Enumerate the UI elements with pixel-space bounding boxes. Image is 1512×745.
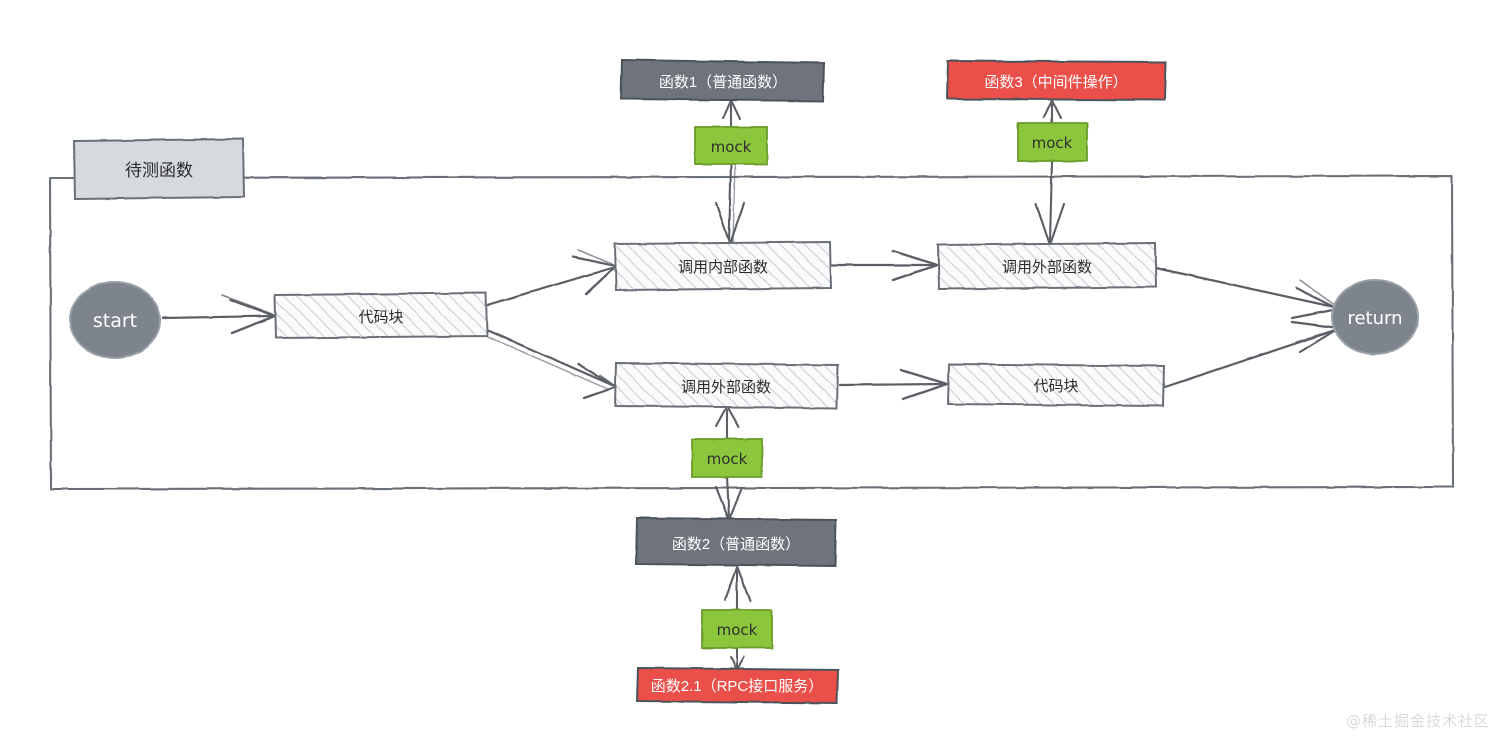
watermark: @稀土掘金技术社区 [1345, 712, 1490, 730]
edge-mock3-to-func3 [1042, 97, 1063, 126]
node-func1-label: 函数1（普通函数） [659, 74, 787, 91]
function-under-test-title-label: 待测函数 [125, 161, 193, 180]
node-func1[interactable]: 函数1（普通函数） [619, 58, 826, 103]
node-start-label: start [93, 310, 137, 332]
node-func21[interactable]: 函数2.1（RPC接口服务） [635, 666, 840, 705]
mock-func1-label: mock [711, 138, 752, 156]
node-code-block-1-label: 代码块 [358, 309, 403, 326]
mock-func21-label: mock [717, 621, 758, 639]
edge-mock3-to-call-external [1034, 160, 1066, 249]
edge-codeblock-to-call-external-bottom [483, 328, 619, 400]
node-call-internal-label: 调用内部函数 [678, 259, 768, 276]
node-call-external-bottom[interactable]: 调用外部函数 [613, 361, 840, 410]
edges-layer [161, 97, 1343, 672]
node-start[interactable]: start [69, 281, 161, 359]
edge-mock1-to-func1 [721, 97, 742, 129]
node-func2-label: 函数2（普通函数） [672, 536, 800, 553]
edge-call-external-to-return [1154, 266, 1342, 320]
node-func3-label: 函数3（中间件操作） [984, 74, 1127, 91]
edge-mock2-to-func2 [714, 474, 744, 523]
edge-codeblock-to-call-internal [485, 249, 619, 307]
mock-func2-label: mock [707, 450, 748, 468]
edge-call-internal-to-call-external [828, 249, 941, 282]
mock-func3[interactable]: mock [1017, 122, 1088, 162]
node-func2[interactable]: 函数2（普通函数） [634, 516, 838, 568]
edge-mock21-to-func21 [730, 646, 745, 672]
node-func21-label: 函数2.1（RPC接口服务） [651, 678, 824, 695]
edge-call-external-to-codeblock2 [838, 368, 951, 401]
edge-start-to-codeblock [161, 294, 279, 335]
mock-func2[interactable]: mock [691, 438, 763, 478]
mock-func21[interactable]: mock [701, 609, 773, 649]
function-under-test-container [48, 174, 1455, 491]
node-return[interactable]: return [1331, 279, 1419, 355]
node-return-label: return [1347, 308, 1402, 329]
mock-func1[interactable]: mock [694, 126, 768, 165]
node-func3[interactable]: 函数3（中间件操作） [945, 59, 1168, 102]
node-code-block-1[interactable]: 代码块 [273, 291, 489, 340]
edge-mock1-to-call-internal [714, 161, 746, 248]
node-call-external-top[interactable]: 调用外部函数 [936, 241, 1158, 291]
function-under-test-title-box[interactable]: 待测函数 [72, 137, 246, 201]
node-call-external-bottom-label: 调用外部函数 [681, 379, 771, 396]
edge-mock21-to-func2 [723, 562, 752, 613]
mock-func3-label: mock [1032, 134, 1073, 152]
node-code-block-2[interactable]: 代码块 [946, 362, 1166, 408]
node-call-internal[interactable]: 调用内部函数 [613, 240, 833, 292]
edge-call-external-to-mock2 [714, 403, 741, 442]
node-call-external-top-label: 调用外部函数 [1002, 259, 1092, 276]
node-code-block-2-label: 代码块 [1033, 378, 1078, 395]
edge-codeblock2-to-return [1163, 320, 1343, 389]
